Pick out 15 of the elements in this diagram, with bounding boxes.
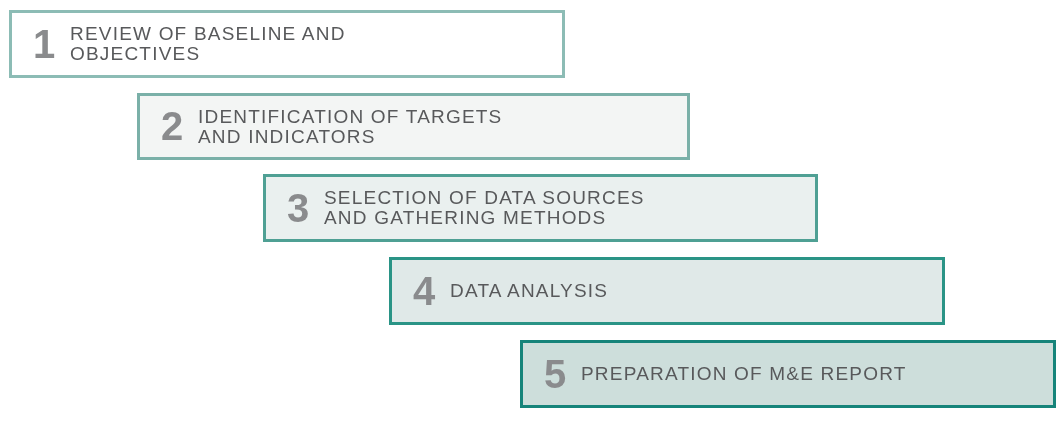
step-box [9, 10, 565, 78]
step-title: REVIEW OF BASELINE AND OBJECTIVES [70, 24, 347, 64]
step-title: SELECTION OF DATA SOURCES AND GATHERING METHODS [324, 188, 646, 228]
step-box [520, 340, 1056, 408]
step-title: DATA ANALYSIS [450, 281, 610, 301]
step-number: 1 [31, 21, 57, 67]
step-box [389, 257, 945, 325]
step-number: 3 [285, 185, 311, 231]
step-number: 4 [411, 268, 437, 314]
step-box [137, 93, 690, 160]
step-number: 2 [159, 104, 185, 149]
step-title: PREPARATION OF M&E REPORT [581, 364, 908, 384]
step-title: IDENTIFICATION OF TARGETS AND INDICATORS [198, 106, 504, 147]
step-box [263, 174, 818, 242]
step-number: 5 [542, 351, 568, 397]
